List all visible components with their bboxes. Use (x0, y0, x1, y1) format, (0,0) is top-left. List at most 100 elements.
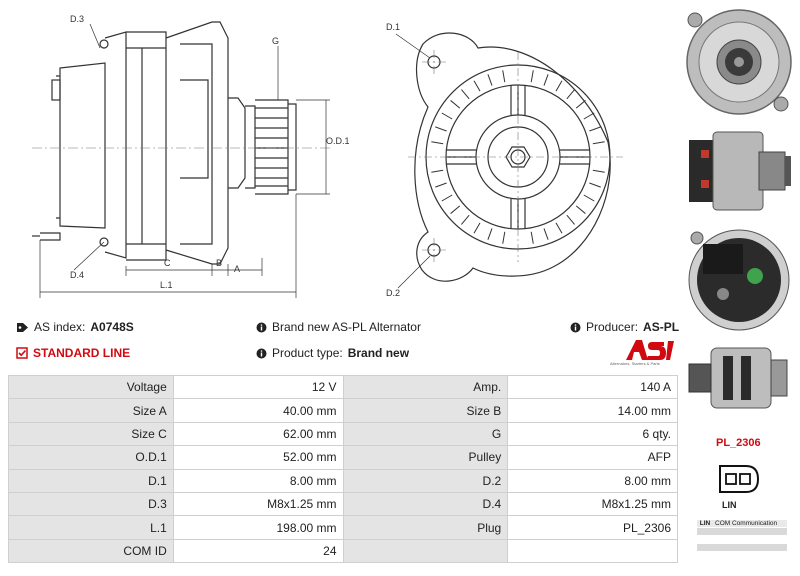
product-photo-rear (688, 229, 790, 331)
label-g: G (272, 36, 279, 46)
plug-pin-legend: LIN COM Communication (697, 520, 787, 552)
spec-value: 8.00 mm (172, 468, 344, 493)
spec-label: Voltage (8, 374, 174, 400)
brand-tagline: Alternators, Starters & Parts (610, 361, 660, 366)
vent-slot (441, 112, 453, 120)
vent-slot (502, 70, 506, 83)
info-icon (570, 322, 581, 332)
legend-description: COM Communication (715, 520, 778, 527)
label-od1: O.D.1 (326, 136, 350, 146)
vent-slot (575, 100, 586, 109)
producer-value: AS-PL (643, 320, 680, 334)
producer-label: Producer: (586, 320, 639, 334)
spec-value: 8.00 mm (507, 468, 678, 493)
legend-row (697, 536, 787, 544)
spec-label: D.3 (8, 491, 174, 517)
vent-slot (450, 100, 461, 109)
spec-label: Amp. (342, 374, 509, 400)
front-view-drawing: D.1 D.2 (386, 22, 623, 298)
spec-value: AFP (507, 445, 678, 470)
spec-label: Size A (8, 398, 174, 423)
legend-row (697, 544, 787, 552)
as-index-label: AS index: (34, 320, 86, 334)
spec-label: O.D.1 (8, 445, 174, 470)
standard-line: STANDARD LINE (16, 346, 130, 360)
spec-label: Plug (342, 515, 509, 540)
vent-slot (589, 126, 601, 132)
vent-slot (543, 74, 549, 86)
spec-value: 140 A (507, 374, 678, 400)
vent-slot (461, 214, 470, 225)
legend-row: LIN COM Communication (697, 520, 787, 528)
side-view-drawing: D.3 G O.D.1 C B A L.1 D.4 (32, 14, 350, 298)
spec-value: M8x1.25 mm (172, 491, 344, 517)
vent-slot (592, 141, 605, 145)
vent-slot (435, 126, 447, 132)
tag-icon (17, 322, 28, 332)
spec-label: Size B (342, 398, 509, 423)
spec-label: Size C (8, 421, 174, 447)
spec-value: 40.00 mm (172, 398, 344, 423)
vent-slot (530, 70, 534, 83)
legend-description (713, 536, 715, 543)
standard-line-label: STANDARD LINE (33, 346, 131, 360)
legend-pin: LIN (699, 520, 711, 527)
vent-slot (461, 89, 470, 100)
brand-new-text: Brand new AS-PL Alternator (272, 320, 421, 334)
spec-value (507, 538, 678, 564)
vent-slot (566, 89, 575, 100)
brand-new-note: Brand new AS-PL Alternator (256, 320, 421, 334)
label-d2: D.2 (386, 288, 400, 298)
label-b: B (216, 258, 222, 268)
vent-slot (555, 222, 563, 234)
legend-pin (697, 536, 713, 543)
spec-label: D.1 (8, 468, 174, 493)
as-pl-logo: Alternators, Starters & Parts (608, 338, 678, 368)
spec-label: D.2 (342, 468, 509, 493)
legend-pin (697, 544, 713, 551)
product-photo-side (689, 131, 791, 211)
label-d1: D.1 (386, 22, 400, 32)
product-type: Product type: Brand new (256, 346, 409, 360)
spec-label (342, 538, 509, 564)
vent-slot (592, 169, 605, 173)
label-l1: L.1 (160, 280, 173, 290)
as-logo-mark (626, 340, 674, 360)
vent-slot (431, 141, 444, 145)
spec-value: 24 (172, 538, 344, 564)
vent-slot (487, 74, 493, 86)
info-icon (256, 322, 267, 332)
vent-slot (583, 112, 595, 120)
spec-value: 62.00 mm (172, 421, 344, 447)
spec-value: 198.00 mm (172, 515, 344, 540)
as-index: AS index: A0748S (16, 320, 134, 334)
label-c: C (164, 258, 171, 268)
vent-slot (555, 80, 563, 92)
spec-value: PL_2306 (507, 515, 678, 540)
vent-slot (450, 205, 461, 214)
vent-slot (435, 182, 447, 188)
spec-value: 14.00 mm (507, 398, 678, 423)
vent-slot (543, 228, 549, 240)
vent-slot (566, 214, 575, 225)
spec-value: 6 qty. (507, 421, 678, 447)
spec-label: D.4 (342, 491, 509, 517)
spec-label: COM ID (8, 538, 174, 564)
spec-value: 12 V (172, 374, 344, 400)
vent-slot (502, 231, 506, 244)
product-type-value: Brand new (347, 346, 410, 360)
label-d3: D.3 (70, 14, 84, 24)
spec-label: G (342, 421, 509, 447)
product-type-label: Product type: (272, 346, 343, 360)
legend-description (713, 528, 715, 535)
legend-row (697, 528, 787, 536)
producer: Producer: AS-PL (570, 320, 679, 334)
